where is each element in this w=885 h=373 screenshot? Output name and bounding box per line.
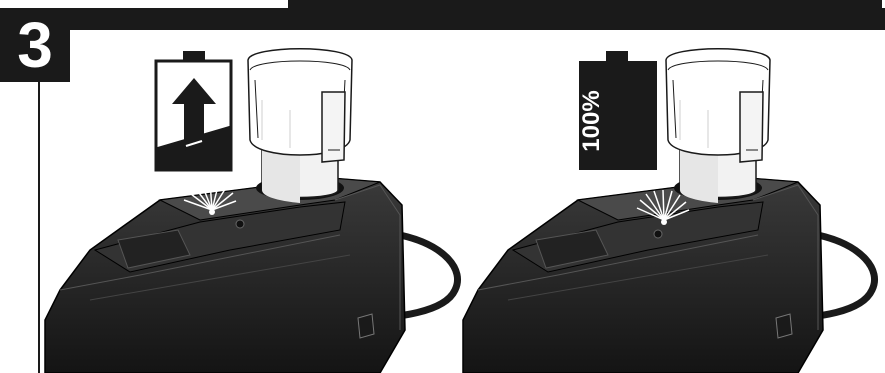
- battery-pack: [666, 49, 770, 203]
- full-charge-percent-label: 100%: [579, 79, 605, 163]
- cord-clip: [358, 314, 374, 338]
- charger-base: [463, 178, 823, 373]
- full-panel: [463, 49, 875, 373]
- charging-panel: [45, 49, 458, 373]
- cord-clip: [776, 314, 792, 338]
- battery-charging-arrow-icon: [156, 51, 231, 170]
- charger-base: [45, 178, 405, 373]
- battery-pack: [248, 49, 352, 203]
